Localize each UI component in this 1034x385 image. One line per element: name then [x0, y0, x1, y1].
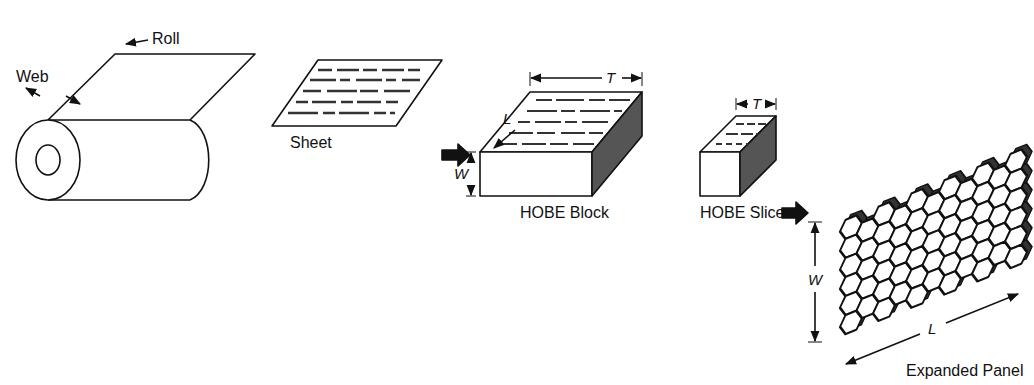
honeycomb-cell — [1005, 243, 1027, 271]
hobe-block-drawing — [466, 72, 642, 196]
dimension-label: L — [503, 110, 511, 128]
dimension-label: L — [928, 320, 936, 338]
stage-label: HOBE Slice — [700, 204, 784, 222]
dimension-label: T — [606, 69, 615, 87]
hobe-slice-drawing — [700, 98, 776, 196]
panel-dimensions — [808, 222, 1018, 364]
flow-arrow — [782, 202, 808, 224]
sheet-drawing — [272, 60, 442, 126]
stage-label: HOBE Block — [520, 204, 609, 222]
part-label: Web — [16, 68, 49, 86]
part-label: Roll — [152, 30, 180, 48]
dimension-label: W — [808, 271, 822, 289]
honeycomb-panel — [840, 142, 1032, 336]
flow-arrow — [442, 144, 470, 166]
dimension-label: W — [454, 165, 468, 183]
dimension-label: T — [752, 95, 761, 113]
roll-drawing — [16, 40, 255, 200]
stage-label: Expanded Panel — [906, 362, 1023, 380]
stage-label: Sheet — [290, 134, 332, 152]
